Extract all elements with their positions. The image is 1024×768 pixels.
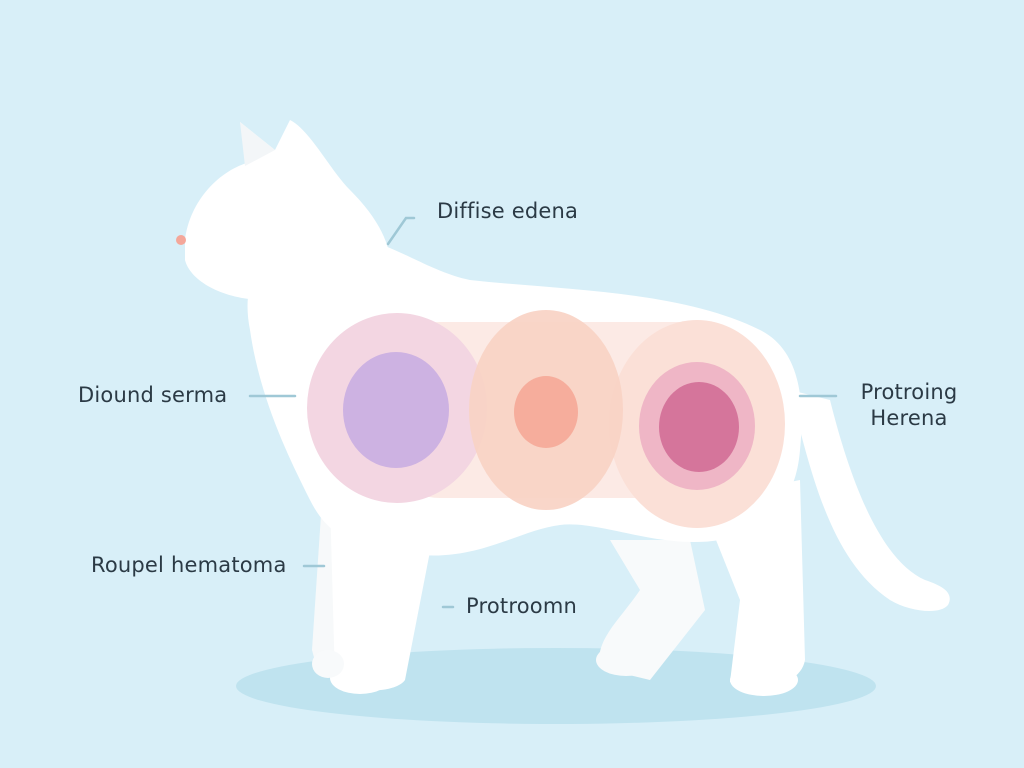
label-diffuse-edema: Diffise edena bbox=[437, 199, 579, 223]
cat-nose bbox=[176, 235, 186, 245]
label-roupel-hematoma: Roupel hematoma bbox=[91, 553, 287, 577]
label-diound-serma: Diound serma bbox=[78, 383, 228, 407]
cat-ear-inner bbox=[240, 122, 275, 166]
label-protroomn: Protroomn bbox=[466, 594, 577, 618]
cat-paw-front-back bbox=[312, 650, 344, 678]
cat-paw-front bbox=[330, 662, 390, 694]
cat-paw-back bbox=[730, 664, 798, 696]
cat-paw-back-rear bbox=[596, 644, 656, 676]
right-lesion-inner bbox=[659, 382, 739, 472]
cat-head bbox=[185, 120, 391, 300]
label-protroing-herena: Protroing Herena bbox=[860, 380, 958, 430]
cat-tail bbox=[790, 390, 950, 612]
left-lesion-inner bbox=[343, 352, 449, 468]
middle-lesion-inner bbox=[514, 376, 578, 448]
leader-line-top bbox=[386, 216, 416, 246]
